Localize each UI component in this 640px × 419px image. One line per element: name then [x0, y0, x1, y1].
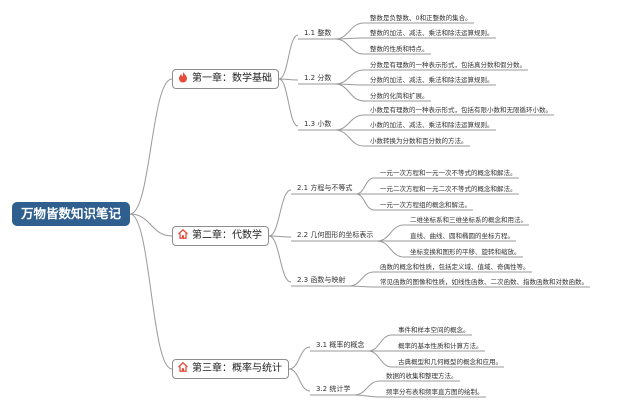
- chapter-node[interactable]: 第一章：数学基础: [172, 69, 279, 89]
- chapter-connector: [288, 346, 311, 370]
- chapter-connector: [268, 235, 292, 238]
- chapter-connector: [268, 235, 292, 283]
- section-connector: [376, 240, 405, 258]
- root-connector: [129, 78, 173, 215]
- chapter-node[interactable]: 第二章：代数学: [172, 226, 269, 246]
- leaf-item[interactable]: 数据的收集和整理方法。: [386, 372, 458, 380]
- section-label[interactable]: 3.2 统计学: [316, 385, 351, 393]
- chapter-label: 第一章：数学基础: [192, 73, 272, 84]
- leaf-item[interactable]: 函数的概念和性质，包括定义域、值域、奇偶性等。: [380, 263, 530, 271]
- section-label[interactable]: 1.2 分数: [304, 74, 332, 82]
- leaf-item[interactable]: 一元一次方程和一元一次不等式的概念和解法。: [380, 169, 517, 177]
- section-connector: [355, 193, 375, 211]
- section-connector: [334, 22, 365, 40]
- leaf-item[interactable]: 小数是有理数的一种表示形式，包括有限小数和无限循环小数。: [370, 106, 552, 114]
- chapter-connector: [268, 189, 292, 237]
- section-label[interactable]: 3.1 概率的概念: [316, 341, 365, 349]
- leaf-item[interactable]: 坐标变换和图形的平移、旋转和缩放。: [410, 248, 521, 256]
- section-connector: [334, 83, 365, 102]
- flame-icon: [177, 71, 189, 83]
- section-label[interactable]: 2.2 几何图形的坐标表示: [297, 231, 374, 239]
- leaf-item[interactable]: 一元二次方程和一元二次不等式的概念和解法。: [380, 185, 517, 193]
- section-label[interactable]: 2.3 函数与映射: [297, 276, 346, 284]
- section-connector: [367, 334, 393, 352]
- chapter-label: 第三章：概率与统计: [192, 363, 282, 374]
- leaf-item[interactable]: 小数转换为分数和百分数的方法。: [370, 137, 468, 145]
- leaf-item[interactable]: 整数是负整数、0和正整数的集合。: [370, 14, 472, 22]
- section-connector: [376, 224, 405, 242]
- root-connector: [129, 213, 173, 237]
- leaf-item[interactable]: 整数的加法、减法、乘法和除法运算规则。: [370, 29, 494, 37]
- leaf-item[interactable]: 直线、曲线、圆和椭圆的坐标方程。: [410, 232, 514, 240]
- leaf-item[interactable]: 整数的性质和特点。: [370, 45, 429, 53]
- section-connector: [353, 380, 381, 396]
- leaf-item[interactable]: 古典概型和几何概型的概念和应用。: [398, 358, 502, 366]
- leaf-item[interactable]: 常见函数的图像和性质，如线性函数、二次函数、指数函数和对数函数。: [380, 278, 588, 286]
- leaf-item[interactable]: 概率的基本性质和计算方法。: [398, 342, 483, 350]
- chapter-connector: [288, 368, 311, 392]
- chapter-connector: [278, 34, 299, 80]
- chapter-node[interactable]: 第三章：概率与统计: [172, 359, 289, 379]
- section-label[interactable]: 1.3 小数: [304, 120, 332, 128]
- section-label[interactable]: 2.1 方程与不等式: [297, 184, 353, 192]
- chapter-label: 第二章：代数学: [192, 230, 262, 241]
- leaf-item[interactable]: 小数的加法、减法、乘法和除法运算规则。: [370, 121, 494, 129]
- section-connector: [367, 350, 393, 368]
- house-icon: [177, 361, 189, 373]
- root-node[interactable]: 万物皆数知识笔记: [12, 202, 130, 226]
- section-connector: [334, 114, 365, 131]
- section-connector: [353, 394, 381, 398]
- leaf-item[interactable]: 分数的加法、减法、乘法和除法运算规则。: [370, 76, 494, 84]
- section-connector: [348, 285, 375, 288]
- leaf-item[interactable]: 分数是有理数的一种表示形式，包括真分数和假分数。: [370, 61, 526, 69]
- chapter-connector: [278, 78, 299, 127]
- section-connector: [334, 38, 365, 55]
- section-connector: [348, 271, 375, 287]
- root-connector: [129, 213, 173, 370]
- leaf-item[interactable]: 一元一次方程组的概念和解法。: [380, 201, 471, 209]
- house-icon: [177, 228, 189, 240]
- section-connector: [355, 177, 375, 195]
- section-label[interactable]: 1.1 整数: [304, 29, 332, 37]
- chapter-connector: [278, 78, 299, 81]
- leaf-item[interactable]: 频率分布表和频率直方图的绘制。: [386, 388, 484, 396]
- section-connector: [334, 69, 365, 85]
- section-connector: [334, 129, 365, 147]
- leaf-item[interactable]: 二维坐标系和三维坐标系的概念和用法。: [410, 216, 527, 224]
- leaf-item[interactable]: 事件和样本空间的概念。: [398, 326, 470, 334]
- leaf-item[interactable]: 分数的化简和扩展。: [370, 92, 429, 100]
